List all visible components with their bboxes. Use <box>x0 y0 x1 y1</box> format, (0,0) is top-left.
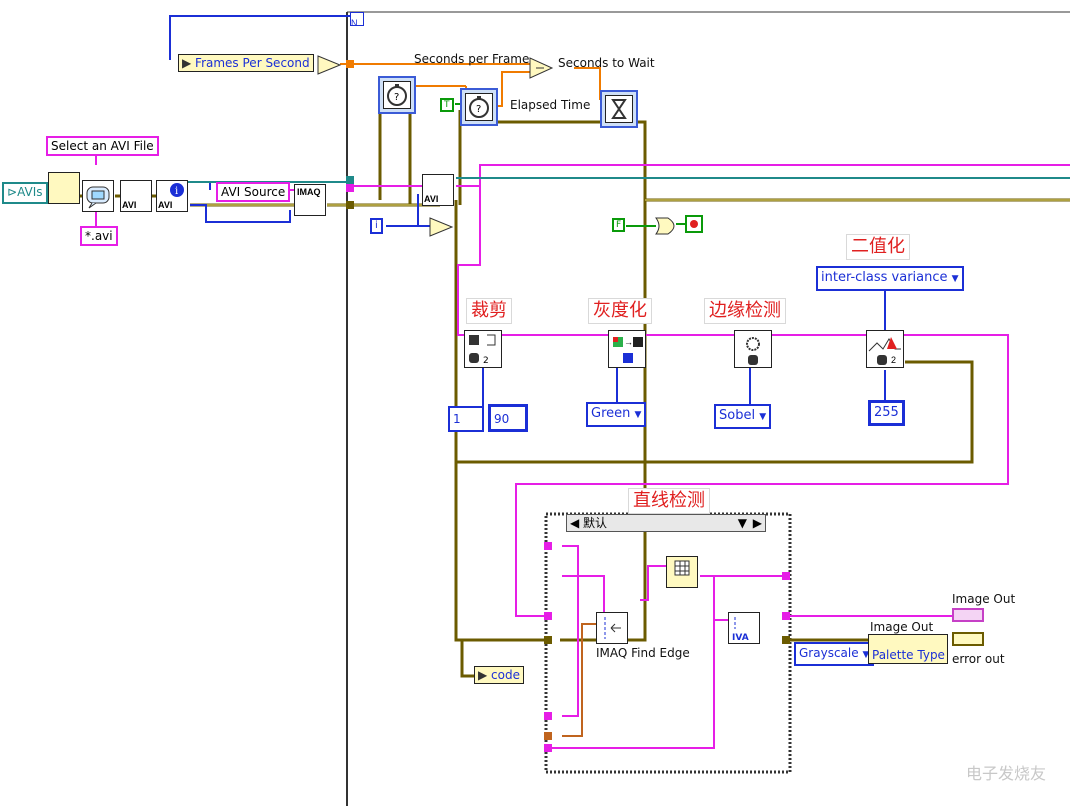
select-avi-file-label: Select an AVI File <box>51 139 154 153</box>
threshold-value-input[interactable]: 255 <box>868 400 905 426</box>
avi-open-node[interactable]: AVI <box>120 180 152 212</box>
image-out-indicator[interactable] <box>952 608 984 622</box>
threshold-node[interactable]: 2 <box>866 330 904 368</box>
file-dialog-node[interactable] <box>82 180 114 212</box>
palette-dropdown[interactable]: Grayscale ▼ <box>794 642 875 666</box>
error-out-label: error out <box>952 652 1005 666</box>
extract-plane-node[interactable]: → <box>608 330 646 368</box>
seconds-to-wait-label: Seconds to Wait <box>558 56 655 70</box>
tunnel-ref <box>346 176 354 184</box>
tunnel-error <box>346 201 354 209</box>
palette-type-property[interactable]: Palette Type <box>868 634 948 664</box>
crop-annotation: 裁剪 <box>466 298 512 324</box>
svg-text:2: 2 <box>483 356 489 366</box>
build-path-node[interactable] <box>48 172 80 204</box>
wait-node[interactable] <box>600 90 638 128</box>
line-detect-annotation: 直线检测 <box>628 488 710 514</box>
tunnel-image <box>346 184 354 192</box>
svg-text:?: ? <box>394 92 399 103</box>
error-out-indicator[interactable] <box>952 632 984 646</box>
svg-text:→: → <box>624 337 633 347</box>
imaq-create-node[interactable]: IMAQ <box>294 184 326 216</box>
color-plane-dropdown[interactable]: Green ▼ <box>586 402 647 427</box>
grayscale-annotation: 灰度化 <box>588 298 652 324</box>
error-wires <box>41 110 1070 678</box>
svg-text:2: 2 <box>891 355 896 365</box>
divide-node <box>317 55 342 75</box>
code-unbundle[interactable]: ▶ code <box>474 666 524 684</box>
n-count-terminal[interactable]: N <box>350 12 364 28</box>
svg-text:i: i <box>175 186 178 197</box>
false-const[interactable]: F <box>612 218 626 232</box>
avis-path-const[interactable]: ⊳AVIs <box>2 182 48 204</box>
crop-range-cluster: 1 90 <box>448 404 530 432</box>
threshold-method-dropdown[interactable]: inter-class variance ▼ <box>816 266 964 291</box>
edge-detect-annotation: 边缘检测 <box>704 298 786 324</box>
avi-source-const[interactable]: AVI Source <box>216 182 291 202</box>
edge-filter-node[interactable] <box>734 330 772 368</box>
avi-read-frame-node[interactable]: AVI <box>422 174 454 206</box>
binarize-annotation: 二值化 <box>846 234 910 260</box>
svg-text:IVA: IVA <box>732 633 749 643</box>
loop-iteration-terminal[interactable]: i <box>370 218 383 234</box>
watermark: 电子发烧友 <box>966 764 1047 783</box>
svg-text:?: ? <box>476 104 481 115</box>
crop-node[interactable]: 2 <box>464 330 502 368</box>
tick-count-1-node[interactable]: ? <box>378 76 416 114</box>
overlay-node[interactable] <box>666 556 698 588</box>
tunnel-fps <box>346 60 354 68</box>
true-const[interactable]: T <box>440 98 454 112</box>
elapsed-time-label: Elapsed Time <box>510 98 591 112</box>
image-out-label: Image Out <box>952 592 1016 606</box>
crop-max-input[interactable]: 90 <box>488 404 528 432</box>
fps-label: Frames Per Second <box>195 56 310 70</box>
int-wires <box>169 15 886 408</box>
find-edge-label: IMAQ Find Edge <box>596 646 690 660</box>
frames-per-second-property[interactable]: ▶ Frames Per Second <box>178 54 314 72</box>
case-selector[interactable]: ◀ 默认▼▶ <box>566 514 766 532</box>
crop-min-input[interactable]: 1 <box>448 406 484 432</box>
select-avi-file-const[interactable]: Select an AVI File <box>46 136 159 156</box>
avi-filter-const[interactable]: *.avi <box>80 226 118 246</box>
image-out-property-label: Image Out <box>870 620 934 634</box>
find-edge-node[interactable] <box>596 612 628 644</box>
increment-node <box>429 217 454 237</box>
seconds-per-frame-label: Seconds per Frame <box>414 52 530 66</box>
iva-node[interactable]: IVA <box>728 612 760 644</box>
or-node <box>655 217 675 235</box>
edge-filter-dropdown[interactable]: Sobel ▼ <box>714 404 772 429</box>
tick-count-2-node[interactable]: ? <box>460 88 498 126</box>
